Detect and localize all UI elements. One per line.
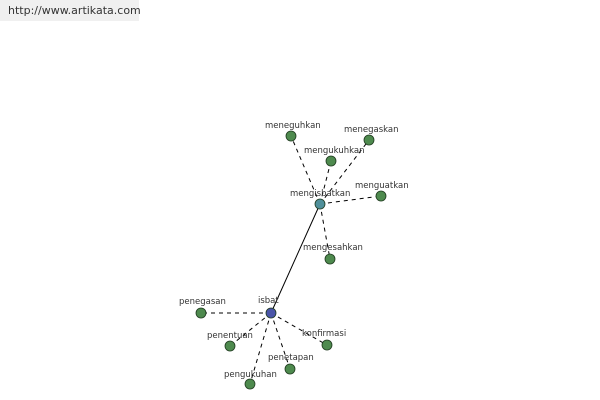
- node-marker-menguatkan[interactable]: [375, 190, 387, 202]
- node-marker-pengukuhan[interactable]: [244, 378, 256, 390]
- node-marker-mengesahkan[interactable]: [324, 253, 336, 265]
- edge-isbat-konfirmasi: [270, 312, 328, 346]
- node-label-meneguhkan: meneguhkan: [265, 121, 321, 131]
- node-mengisbatkan[interactable]: mengisbatkan: [290, 189, 350, 210]
- node-meneguhkan[interactable]: meneguhkan: [265, 121, 321, 142]
- node-konfirmasi[interactable]: konfirmasi: [302, 329, 346, 351]
- node-penegasan[interactable]: penegasan: [179, 297, 226, 319]
- node-isbat[interactable]: isbat: [258, 296, 279, 319]
- node-marker-mengukuhkan[interactable]: [325, 155, 337, 167]
- source-url-banner[interactable]: http://www.artikata.com: [0, 0, 141, 21]
- node-label-pengukuhan: pengukuhan: [224, 370, 277, 380]
- edge-mengisbatkan-menegaskan: [319, 139, 370, 205]
- node-label-menguatkan: menguatkan: [355, 181, 409, 191]
- node-label-konfirmasi: konfirmasi: [302, 329, 346, 339]
- node-marker-penegasan[interactable]: [195, 307, 207, 319]
- node-mengesahkan[interactable]: mengesahkan: [303, 243, 363, 265]
- node-label-mengisbatkan: mengisbatkan: [290, 189, 350, 199]
- node-menguatkan[interactable]: menguatkan: [355, 181, 409, 202]
- node-menegaskan[interactable]: menegaskan: [344, 125, 399, 146]
- node-label-menegaskan: menegaskan: [344, 125, 399, 135]
- node-label-mengukuhkan: mengukuhkan: [304, 146, 364, 156]
- node-label-isbat: isbat: [258, 296, 279, 306]
- edge-mengisbatkan-mengesahkan: [319, 203, 331, 260]
- edge-isbat-mengisbatkan: [270, 203, 321, 314]
- node-pengukuhan[interactable]: pengukuhan: [224, 370, 277, 390]
- edge-isbat-penentuan: [229, 312, 272, 347]
- node-marker-penentuan[interactable]: [224, 340, 236, 352]
- edge-mengisbatkan-menguatkan: [319, 195, 382, 205]
- edge-isbat-penetapan: [270, 312, 291, 370]
- node-label-penegasan: penegasan: [179, 297, 226, 307]
- node-mengukuhkan[interactable]: mengukuhkan: [304, 146, 364, 167]
- node-marker-mengisbatkan[interactable]: [314, 198, 326, 210]
- node-penentuan[interactable]: penentuan: [207, 331, 253, 352]
- graph-nodes: isbat mengisbatkan meneguhkan menegaskan men…: [179, 121, 409, 390]
- node-marker-meneguhkan[interactable]: [285, 130, 297, 142]
- node-marker-isbat[interactable]: [265, 307, 277, 319]
- node-label-penetapan: penetapan: [268, 353, 314, 363]
- node-label-mengesahkan: mengesahkan: [303, 243, 363, 253]
- node-marker-penetapan[interactable]: [284, 363, 296, 375]
- node-marker-menegaskan[interactable]: [363, 134, 375, 146]
- graph-edges: [201, 135, 382, 385]
- node-label-penentuan: penentuan: [207, 331, 253, 341]
- node-penetapan[interactable]: penetapan: [268, 353, 314, 375]
- node-marker-konfirmasi[interactable]: [321, 339, 333, 351]
